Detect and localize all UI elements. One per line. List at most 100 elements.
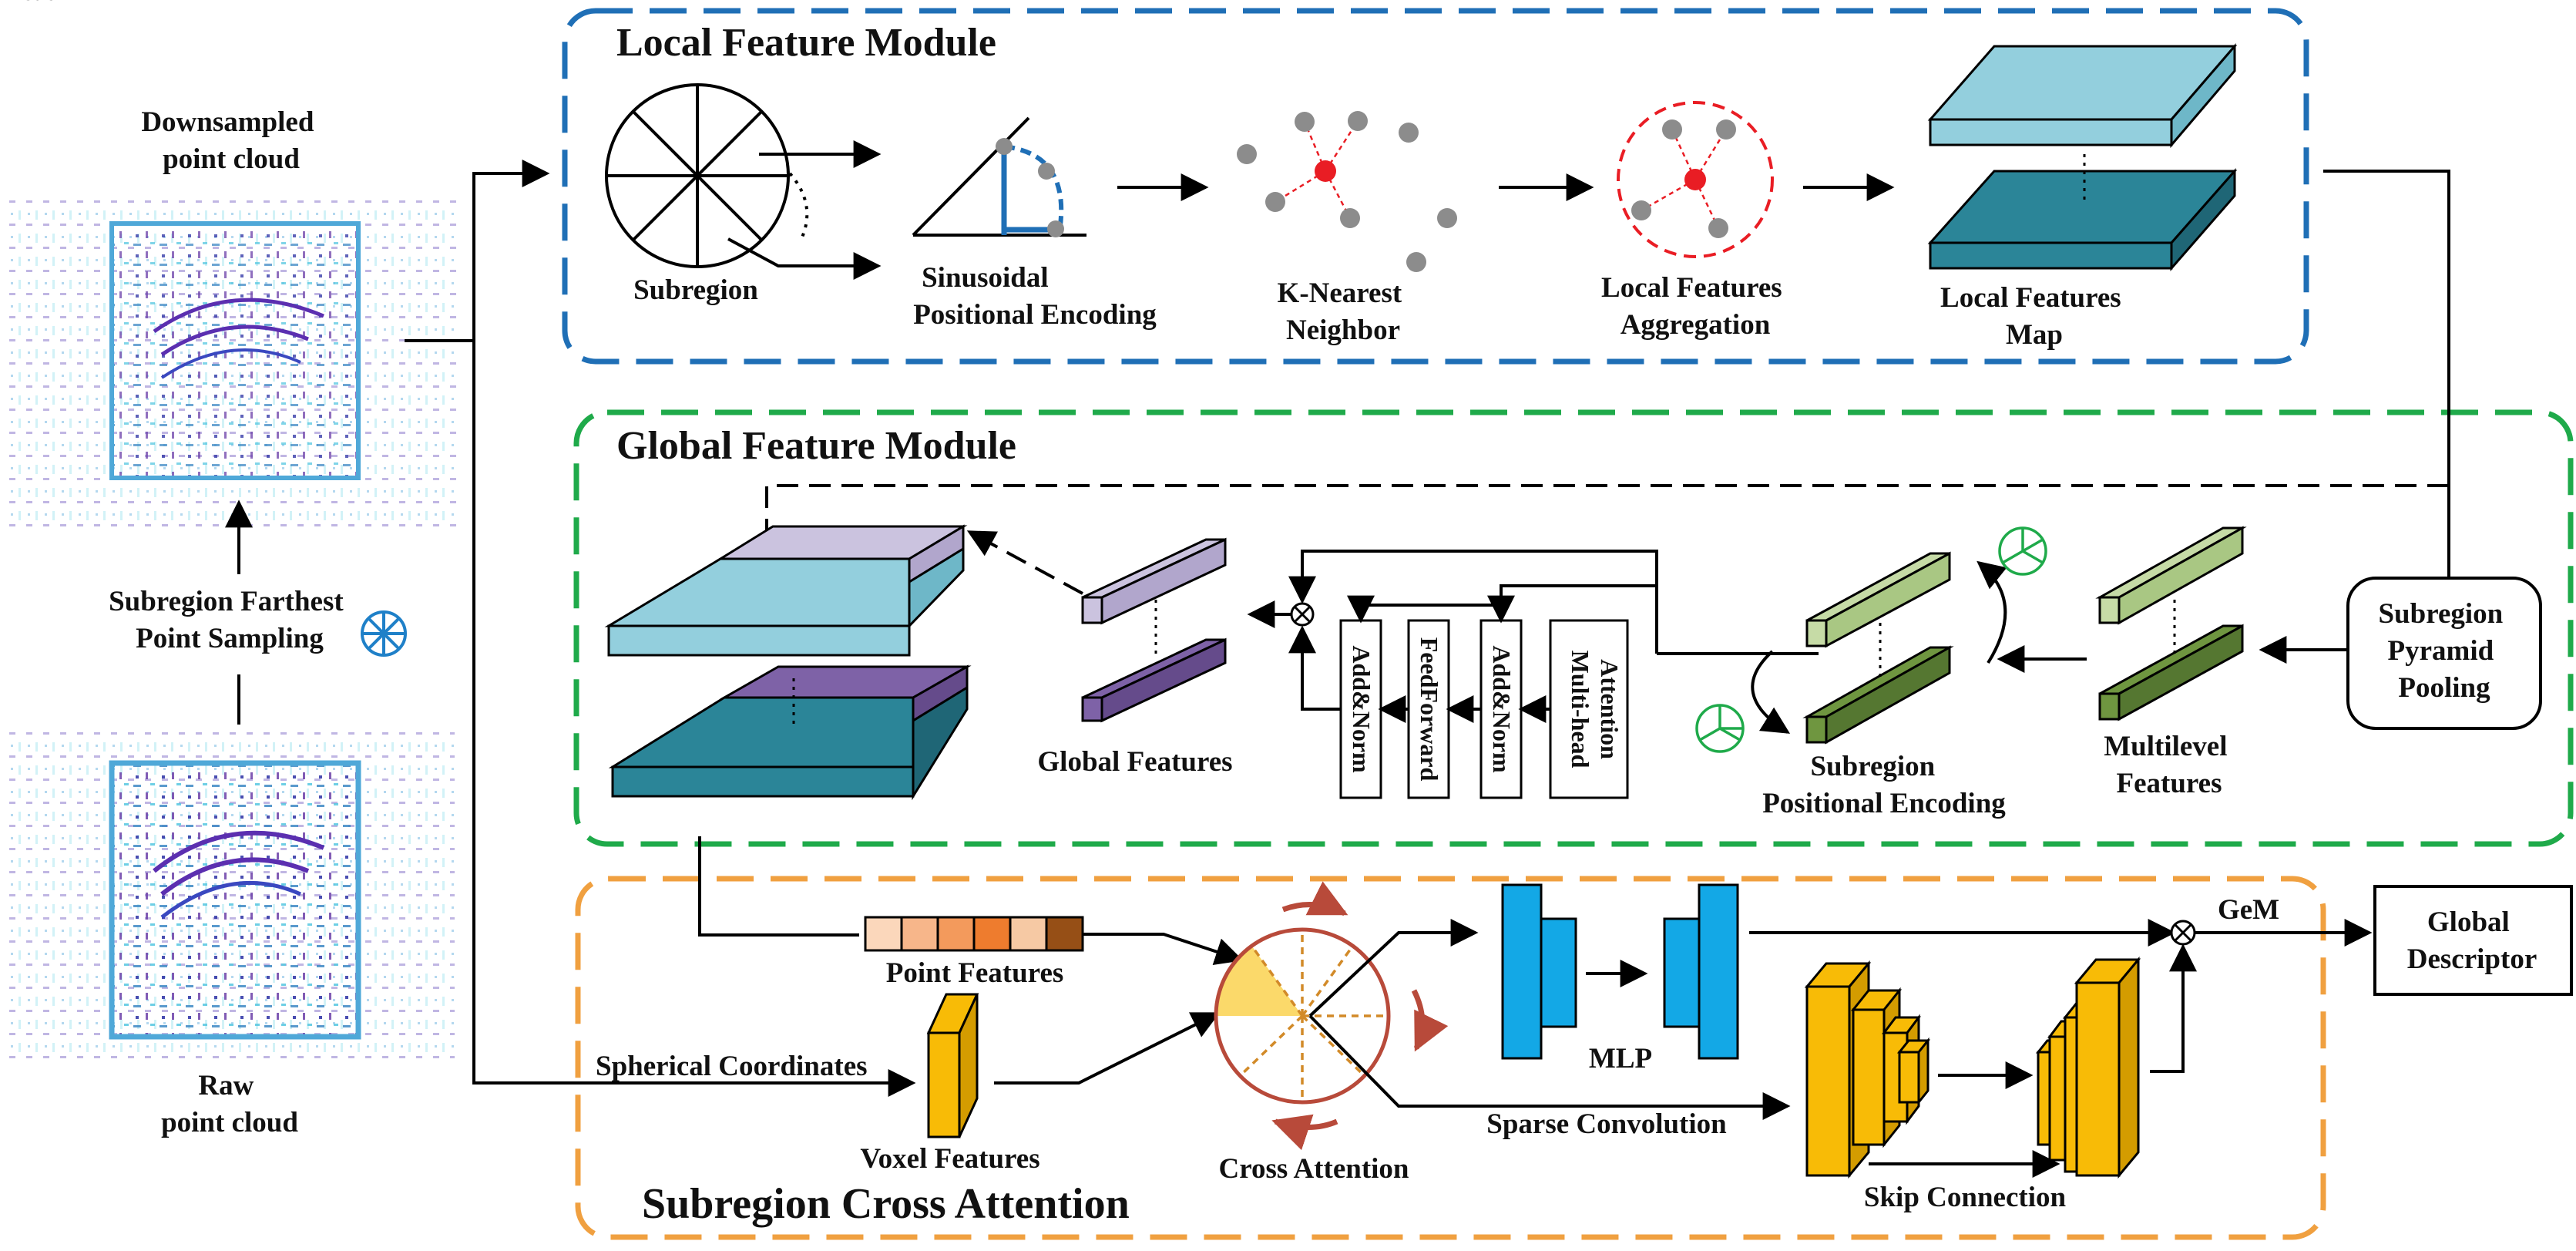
- svg-text:Local Features Aggregation: Local Features Aggregation: [1601, 272, 1789, 341]
- transformer-connections: [1247, 550, 1819, 723]
- pe-wheel-icon-top: [1998, 526, 2047, 576]
- spp-label-1: Subregion: [2378, 598, 2503, 630]
- arrow-decoder-to-gem: [2150, 943, 2197, 1073]
- feedforward-box: FeedForward: [1407, 619, 1450, 799]
- downsampled-point-cloud: [8, 197, 458, 528]
- global-module-title: Global Feature Module: [616, 424, 1016, 468]
- global-combined-map: [604, 524, 972, 801]
- arrow-voxel-to-cross: [994, 1012, 1221, 1085]
- svg-text:Raw point cloud: Raw point cloud: [161, 1070, 298, 1138]
- subregion-icon: [605, 83, 790, 268]
- lfa-icon: [1617, 101, 1774, 258]
- svg-text:K-Nearest Neighbor: K-Nearest Neighbor: [1278, 277, 1409, 346]
- local-features-map: [1927, 42, 2238, 272]
- mha-label-1: Multi-head: [0, 0, 59, 5]
- spp-label-2: Pyramid: [2388, 635, 2494, 667]
- cross-module-frame: [575, 876, 2326, 1240]
- sinusoidal-pe-icon: [912, 116, 1086, 237]
- global-module-frame: [573, 409, 2574, 847]
- local-module-title: Local Feature Module: [616, 21, 996, 65]
- svg-text:Multi-head: Multi-head: [0, 0, 59, 5]
- voxel-features-label: Voxel Features: [860, 1143, 1039, 1175]
- link-to-spherical: [472, 341, 913, 1085]
- link-local-to-spp: [2323, 170, 2450, 578]
- svg-text:Global Descriptor: Global Descriptor: [2407, 906, 2537, 975]
- svg-text:Downsampled point cloud: Downsampled point cloud: [141, 106, 321, 175]
- mha-label-1-v: Multi-head: [1567, 651, 1594, 768]
- downsampled-label-2: point cloud: [163, 143, 300, 175]
- voxel-features-block: [926, 993, 979, 1138]
- multilevel-features-bars: [2095, 526, 2247, 721]
- spherical-label: Spherical Coordinates: [596, 1051, 868, 1082]
- sparse-conv-decoder: [2035, 956, 2141, 1179]
- cross-attention-circle: [1214, 881, 1449, 1151]
- sparse-conv-encoder: [1804, 960, 1931, 1179]
- link-map-to-point-features: [698, 836, 859, 937]
- sfps-label-2: Point Sampling: [136, 623, 324, 654]
- mlp-label: MLP: [1589, 1043, 1652, 1074]
- mlp-block-1: [1501, 883, 1577, 1060]
- svg-text:Local Features Map: Local Features Map: [1940, 282, 2128, 351]
- svg-text:Subregion Farthest Point S: Subregion Farthest Point Sampling: [109, 586, 351, 654]
- subregion-label: Subregion: [633, 274, 758, 306]
- multiply-icon: [1290, 602, 1315, 627]
- pe-curve-arrow-top: [1977, 560, 2007, 664]
- link-downsampled-to-local: [405, 160, 550, 342]
- spp-box: [2346, 577, 2542, 730]
- add-norm-1-box: Add&Norm: [1339, 619, 1382, 799]
- pe-wheel-icon-bottom: [1695, 704, 1745, 753]
- subregion-pe-bars: [1802, 551, 1954, 745]
- sfps-label-1: Subregion Farthest: [109, 586, 344, 617]
- sampling-wheel-icon: [361, 610, 407, 657]
- local-module-frame: [562, 8, 2309, 365]
- knn-label-2: Neighbor: [1286, 314, 1400, 346]
- svg-text:Subregion Positional Encod: Subregion Positional Encoding: [1762, 751, 2006, 819]
- svg-text:Multilevel Features: Multilevel Features: [2104, 731, 2235, 799]
- cross-attention-label: Cross Attention: [1218, 1153, 1409, 1185]
- knn-icon: [1237, 111, 1457, 272]
- point-features-bar: [864, 916, 1084, 952]
- global-descriptor-label-1: Global: [2427, 906, 2510, 938]
- raw-label-2: point cloud: [161, 1107, 298, 1138]
- skip-connection-label: Skip Connection: [1864, 1182, 2067, 1213]
- svg-text:Sinusoidal Positional Enco: Sinusoidal Positional Encoding: [913, 262, 1157, 331]
- cross-module-title: Subregion Cross Attention: [642, 1180, 1130, 1228]
- arrow-point-to-cross: [1083, 933, 1244, 965]
- knn-label-1: K-Nearest: [1278, 277, 1402, 309]
- global-features-label: Global Features: [1037, 746, 1232, 778]
- lfa-label-1: Local Features: [1601, 272, 1782, 304]
- dashed-global-to-map: [966, 530, 1083, 595]
- global-descriptor-box: [2373, 885, 2573, 996]
- raw-point-cloud: [4, 728, 455, 1060]
- subregion-pe-label-2: Positional Encoding: [1762, 788, 2006, 819]
- feedforward-label: FeedForward: [1416, 637, 1443, 782]
- point-features-label: Point Features: [886, 957, 1064, 989]
- spp-label-3: Pooling: [2398, 672, 2490, 704]
- pe-curve-arrow-bottom: [1751, 650, 1791, 734]
- downsampled-label-1: Downsampled: [141, 106, 314, 138]
- lfa-label-2: Aggregation: [1620, 309, 1771, 341]
- sin-pe-label-2: Positional Encoding: [913, 299, 1157, 331]
- gem-label: GeM: [2218, 894, 2279, 926]
- add-norm-2-box: Add&Norm: [1479, 619, 1523, 799]
- raw-label-1: Raw: [198, 1070, 254, 1101]
- sin-pe-label-1: Sinusoidal: [922, 262, 1049, 294]
- global-descriptor-label-2: Descriptor: [2407, 943, 2537, 975]
- add-icon: [2170, 920, 2196, 946]
- mlp-block-2: [1663, 883, 1739, 1060]
- lfm-label-1: Local Features: [1940, 282, 2121, 314]
- sparse-conv-label: Sparse Convolution: [1486, 1108, 1727, 1140]
- add-norm-2-label: Add&Norm: [1488, 645, 1516, 773]
- multilevel-label-1: Multilevel: [2104, 731, 2227, 762]
- subregion-dotted-arc: [788, 172, 809, 240]
- svg-text:Subregion Pyramid Pool: Subregion Pyramid Pooling: [2378, 598, 2510, 704]
- subregion-pe-label-1: Subregion: [1810, 751, 1935, 782]
- multilevel-label-2: Features: [2117, 768, 2222, 799]
- add-norm-1-label: Add&Norm: [1348, 645, 1375, 773]
- global-features-bars: [1081, 537, 1227, 723]
- arrow-subregion-2: [727, 237, 882, 280]
- lfm-label-2: Map: [2006, 319, 2063, 351]
- mha-box: Multi-head Multi-head Attention: [0, 0, 1629, 799]
- mha-label-2-v: Attention: [1596, 659, 1624, 759]
